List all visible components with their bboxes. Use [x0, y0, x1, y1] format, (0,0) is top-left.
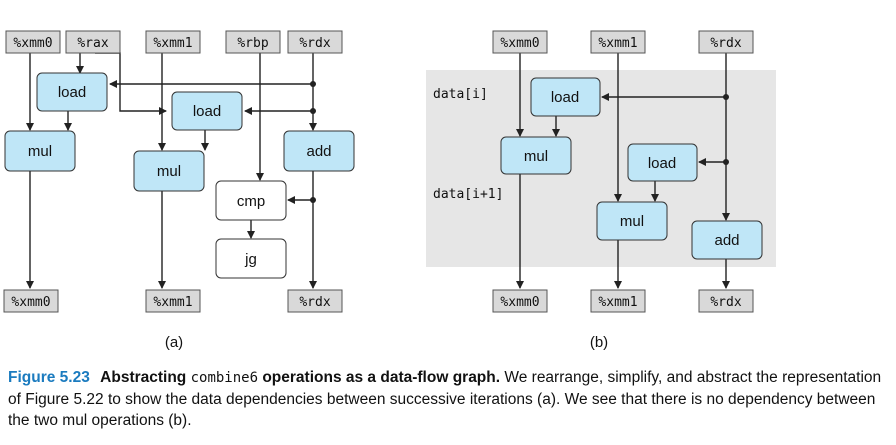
svg-text:%rdx: %rdx	[710, 295, 741, 310]
diagram-a-register-rbp-in: %rbp	[225, 30, 281, 54]
diagram-a-load-op-2: load	[171, 91, 243, 131]
diagram-a-mul-op-2: mul	[133, 150, 205, 192]
diagram-a-register-xmm1-out: %xmm1	[145, 289, 201, 313]
diagram-b-register-xmm0-in: %xmm0	[492, 30, 548, 54]
svg-text:%xmm1: %xmm1	[598, 295, 637, 310]
svg-text:jg: jg	[244, 251, 257, 268]
svg-text:%xmm0: %xmm0	[500, 36, 539, 51]
svg-text:%xmm1: %xmm1	[153, 36, 192, 51]
svg-text:%xmm0: %xmm0	[11, 295, 50, 310]
diagram-a-register-xmm0-out: %xmm0	[3, 289, 59, 313]
diagram-b-mul-op-2: mul	[596, 201, 668, 241]
diagram-a-edges	[26, 52, 317, 289]
svg-text:mul: mul	[524, 148, 548, 165]
diagram-b-register-xmm0-out: %xmm0	[492, 289, 548, 313]
svg-text:load: load	[551, 89, 579, 106]
caption-body: We rearrange, simplify, and abstract the…	[8, 369, 882, 429]
diagram-a-jg-op: jg	[215, 238, 287, 279]
diagram-a: %xmm0 %rax %xmm1 %rbp %rdx load load	[3, 30, 355, 351]
diagram-a-load-op-1: load	[36, 72, 108, 112]
diagram-a-register-rdx-in: %rdx	[287, 30, 343, 54]
diagram-b-add-op: add	[691, 220, 763, 260]
diagram-a-sublabel: (a)	[165, 334, 183, 351]
svg-text:load: load	[648, 155, 676, 172]
svg-text:%rdx: %rdx	[710, 36, 741, 51]
svg-text:load: load	[58, 84, 86, 101]
data-i-plus-1-label: data[i+1]	[433, 187, 503, 202]
svg-text:add: add	[306, 143, 331, 160]
caption-title-start: Abstracting	[100, 369, 187, 386]
data-flow-figure: %xmm0 %rax %xmm1 %rbp %rdx load load	[3, 30, 776, 351]
svg-text:%xmm0: %xmm0	[13, 36, 52, 51]
svg-text:%rax: %rax	[77, 36, 108, 51]
diagram-b-register-xmm1-out: %xmm1	[590, 289, 646, 313]
figure-caption: Figure 5.23 Abstracting combine6 operati…	[8, 367, 888, 431]
diagram-b-register-xmm1-in: %xmm1	[590, 30, 646, 54]
svg-text:%rbp: %rbp	[237, 36, 268, 51]
diagram-a-register-rdx-out: %rdx	[287, 289, 343, 313]
diagram-a-cmp-op: cmp	[215, 180, 287, 221]
svg-text:mul: mul	[157, 163, 181, 180]
figure-number: Figure 5.23	[8, 369, 90, 386]
svg-text:load: load	[193, 103, 221, 120]
diagram-b-load-op-1: load	[530, 77, 601, 117]
svg-text:%xmm0: %xmm0	[500, 295, 539, 310]
caption-title-end: operations as a data-flow graph.	[262, 369, 501, 386]
caption-title-code: combine6	[190, 370, 259, 386]
diagram-a-mul-op-1: mul	[4, 130, 76, 172]
diagram-a-register-xmm0-in: %xmm0	[5, 30, 61, 54]
diagram-b-mul-op-1: mul	[500, 136, 572, 175]
svg-text:mul: mul	[620, 213, 644, 230]
diagram-b-edges	[516, 53, 730, 289]
svg-text:%xmm1: %xmm1	[598, 36, 637, 51]
diagram-a-register-rax-in: %rax	[65, 30, 121, 54]
svg-text:cmp: cmp	[237, 193, 265, 210]
diagram-a-register-xmm1-in: %xmm1	[145, 30, 201, 54]
diagram-a-add-op: add	[283, 130, 355, 172]
diagram-b: %xmm0 %xmm1 %rdx data[i] data[i+1] load …	[426, 30, 776, 351]
diagram-b-load-op-2: load	[627, 143, 698, 182]
svg-text:%rdx: %rdx	[299, 295, 330, 310]
data-i-label: data[i]	[433, 87, 488, 102]
svg-text:%rdx: %rdx	[299, 36, 330, 51]
diagram-b-sublabel: (b)	[590, 334, 608, 351]
svg-text:%xmm1: %xmm1	[153, 295, 192, 310]
svg-text:mul: mul	[28, 143, 52, 160]
diagram-b-register-rdx-in: %rdx	[698, 30, 754, 54]
svg-text:add: add	[714, 232, 739, 249]
diagram-b-register-rdx-out: %rdx	[698, 289, 754, 313]
